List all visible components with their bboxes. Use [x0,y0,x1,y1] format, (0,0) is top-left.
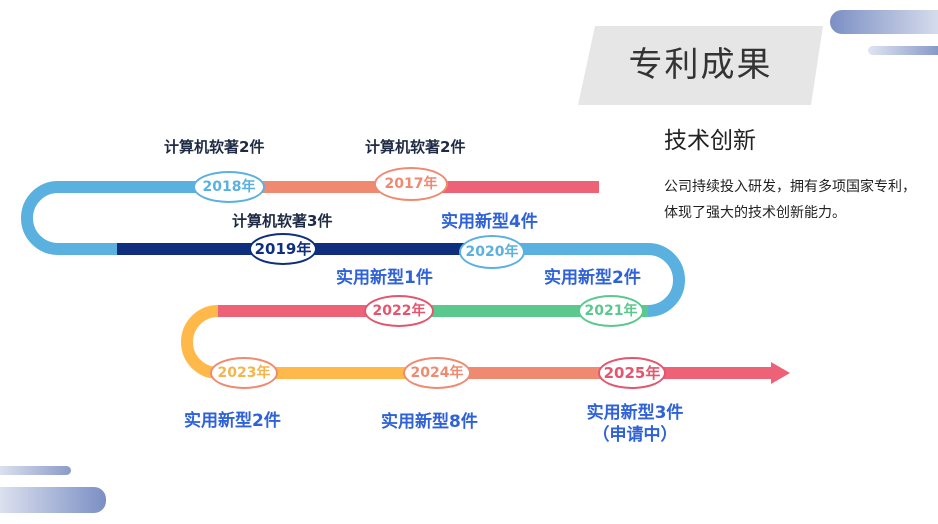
decor-bar-top-large [830,10,938,34]
year-badge-2017: 2017年 [374,167,448,201]
road-curve [647,243,685,317]
road-curve [21,181,59,255]
year-badge-2023: 2023年 [210,357,278,389]
road-arrow-head [771,362,790,384]
page-title: 专利成果 [628,45,773,85]
year-badge-2021: 2021年 [578,295,644,327]
milestone-label-2017: 计算机软著2件 [365,138,466,156]
milestone-label-2021: 实用新型2件 [544,268,641,288]
year-badge-2025: 2025年 [598,357,666,389]
year-badge-2020: 2020年 [459,235,525,269]
year-badge-2018: 2018年 [193,171,265,203]
decor-bar-bottom-small [0,466,71,475]
milestone-label-2019: 计算机软著3件 [232,212,333,230]
milestone-label-2025-main: 实用新型3件 [586,403,684,423]
milestone-label-2018: 计算机软著2件 [164,138,265,156]
decor-bar-bottom-large [0,487,106,513]
year-badge-2019: 2019年 [249,233,317,265]
milestone-label-2024: 实用新型8件 [381,412,478,432]
milestone-label-2023: 实用新型2件 [184,411,281,431]
milestone-label-2020: 实用新型4件 [441,212,538,232]
section-description: 公司持续投入研发，拥有多项国家专利，体现了强大的技术创新能力。 [664,179,916,221]
milestone-label-2025: 实用新型3件 （申请中） [570,402,700,446]
decor-bar-top-small [868,46,938,55]
milestone-label-2022: 实用新型1件 [336,268,433,288]
year-badge-2024: 2024年 [403,357,471,389]
year-badge-2022: 2022年 [364,295,434,327]
milestone-label-2025-status: （申请中） [592,425,678,445]
road-curve [181,305,219,379]
title-banner [578,26,823,105]
section-heading: 技术创新 [664,128,756,154]
